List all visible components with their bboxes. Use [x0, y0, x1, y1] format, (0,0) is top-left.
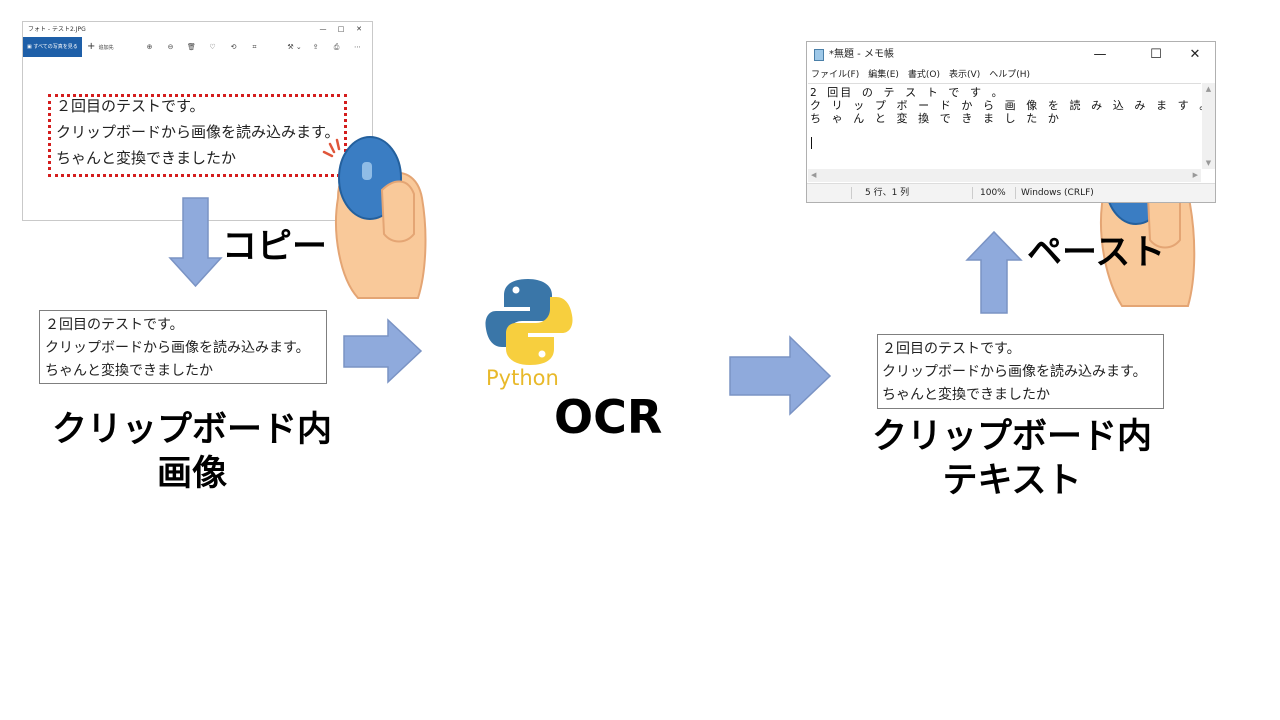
photos-app-window: フォト - テスト2.JPG — □ ✕ ▣ すべての写真を見る + 追加先 ⊕ ⊖ 🗑… [22, 21, 373, 221]
maximize-button[interactable]: □ [337, 25, 345, 33]
photo-text-line: クリップボードから画像を読み込みます。 [56, 123, 340, 141]
notepad-title: *無題 - メモ帳 [829, 49, 894, 60]
clipboard-image-line: ちゃんと変換できましたか [45, 363, 213, 379]
plus-icon: + [87, 41, 99, 52]
notepad-window: *無題 - メモ帳 — ☐ ✕ ファイル(F) 編集(E) 書式(O) 表示(V) ヘル… [806, 41, 1216, 203]
rotate-icon[interactable]: ⟲ [230, 43, 237, 51]
clipboard-text-caption: クリップボード内 テキスト [862, 415, 1162, 503]
clipboard-text-line: クリップボードから画像を読み込みます。 [882, 364, 1147, 380]
status-zoom: 100% [980, 188, 1006, 198]
caption-line: クリップボード内 [871, 417, 1152, 457]
edit-icon[interactable]: ⚒ ⌄ [287, 43, 302, 51]
status-encoding: Windows (CRLF) [1021, 188, 1094, 198]
delete-icon[interactable]: 🗑 [187, 43, 196, 51]
status-divider [1015, 187, 1016, 199]
add-to-button[interactable]: + 追加先 [87, 37, 114, 58]
menu-view[interactable]: 表示(V) [949, 70, 981, 80]
close-button[interactable]: ✕ [1189, 47, 1201, 62]
menu-edit[interactable]: 編集(E) [868, 70, 899, 80]
scroll-left-icon[interactable]: ◀ [811, 171, 817, 179]
clipboard-text-line: ちゃんと変換できましたか [882, 387, 1050, 403]
minimize-button[interactable]: — [1093, 47, 1107, 62]
print-icon[interactable]: ⎙ [333, 43, 340, 51]
notepad-titlebar: *無題 - メモ帳 — ☐ ✕ [807, 42, 1215, 68]
copy-down-arrow [168, 197, 223, 288]
maximize-button[interactable]: ☐ [1150, 47, 1162, 62]
clipboard-image-caption: クリップボード内 画像 [42, 408, 342, 496]
menu-help[interactable]: ヘルプ(H) [989, 70, 1031, 80]
menu-format[interactable]: 書式(O) [907, 70, 941, 80]
scroll-up-icon[interactable]: ▲ [1205, 85, 1212, 93]
paste-label: ペースト [1027, 233, 1166, 273]
menu-file[interactable]: ファイル(F) [811, 70, 860, 80]
to-text-right-arrow [729, 335, 832, 416]
photos-window-controls: — □ ✕ [314, 22, 368, 37]
notepad-statusbar: 5 行、1 列 100% Windows (CRLF) [807, 183, 1215, 202]
crop-icon[interactable]: ⌗ [252, 43, 257, 51]
status-cursor-position: 5 行、1 列 [865, 188, 910, 198]
share-icon[interactable]: ⇪ [312, 43, 319, 51]
minimize-button[interactable]: — [319, 25, 327, 33]
notepad-app-icon [814, 49, 824, 61]
clipboard-image-line: クリップボードから画像を読み込みます。 [45, 340, 310, 356]
all-photos-button[interactable]: ▣ すべての写真を見る [23, 37, 82, 57]
zoom-in-icon[interactable]: ⊕ [146, 43, 153, 51]
text-caret [811, 137, 812, 149]
more-icon[interactable]: ⋯ [354, 43, 361, 51]
clipboard-text-line: ２回目のテストです。 [882, 341, 1021, 357]
horizontal-scrollbar[interactable]: ◀ ▶ [808, 169, 1201, 182]
image-icon: ▣ [27, 44, 34, 50]
copy-label: コピー [222, 227, 328, 267]
clipboard-text-box: ２回目のテストです。 クリップボードから画像を読み込みます。 ちゃんと変換できま… [877, 334, 1164, 409]
photo-text-line: ２回目のテストです。 [56, 97, 205, 115]
to-ocr-right-arrow [343, 318, 423, 384]
clipboard-image-line: ２回目のテストです。 [45, 317, 184, 333]
notepad-text-area[interactable]: 2 回目 の テ ス ト で す 。 ク リ ッ プ ボ ー ド か ら 画 像… [808, 83, 1210, 170]
status-divider [851, 187, 852, 199]
paste-up-arrow [965, 230, 1023, 314]
notepad-text-line: ク リ ッ プ ボ ー ド か ら 画 像 を 読 み 込 み ま す 。 [810, 99, 1213, 112]
hand-clicking-mouse-icon [322, 136, 427, 299]
all-photos-label: すべての写真を見る [33, 44, 78, 50]
notepad-text-line: 2 回目 の テ ス ト で す 。 [810, 86, 1005, 99]
zoom-out-icon[interactable]: ⊖ [167, 43, 174, 51]
vertical-scrollbar[interactable]: ▲ ▼ [1202, 83, 1215, 169]
photos-toolbar: ▣ すべての写真を見る + 追加先 ⊕ ⊖ 🗑 ♡ ⟲ ⌗ ⚒ ⌄ ⇪ ⎙ ⋯ [23, 37, 372, 57]
notepad-menubar: ファイル(F) 編集(E) 書式(O) 表示(V) ヘルプ(H) [811, 68, 1039, 82]
photos-toolbar-right: ⚒ ⌄ ⇪ ⎙ ⋯ [284, 37, 368, 57]
photos-toolbar-icons: ⊕ ⊖ 🗑 ♡ ⟲ ⌗ [139, 37, 265, 57]
add-to-label: 追加先 [98, 45, 114, 51]
scroll-down-icon[interactable]: ▼ [1205, 159, 1212, 167]
caption-line: テキスト [942, 461, 1082, 501]
close-button[interactable]: ✕ [356, 25, 362, 33]
caption-line: 画像 [156, 454, 227, 494]
python-logo-icon [485, 279, 573, 365]
photo-text-line: ちゃんと変換できましたか [56, 149, 237, 167]
photos-window-title: フォト - テスト2.JPG [28, 26, 86, 33]
ocr-label: OCR [554, 390, 663, 444]
favorite-icon[interactable]: ♡ [209, 43, 216, 51]
status-divider [972, 187, 973, 199]
caption-line: クリップボード内 [51, 410, 332, 450]
selection-rectangle [48, 94, 347, 177]
notepad-text-line: ち ゃ ん と 変 換 で き ま し た か [810, 112, 1061, 125]
clipboard-image-box: ２回目のテストです。 クリップボードから画像を読み込みます。 ちゃんと変換できま… [39, 310, 327, 384]
scroll-right-icon[interactable]: ▶ [1192, 171, 1198, 179]
python-label: Python [486, 366, 559, 390]
